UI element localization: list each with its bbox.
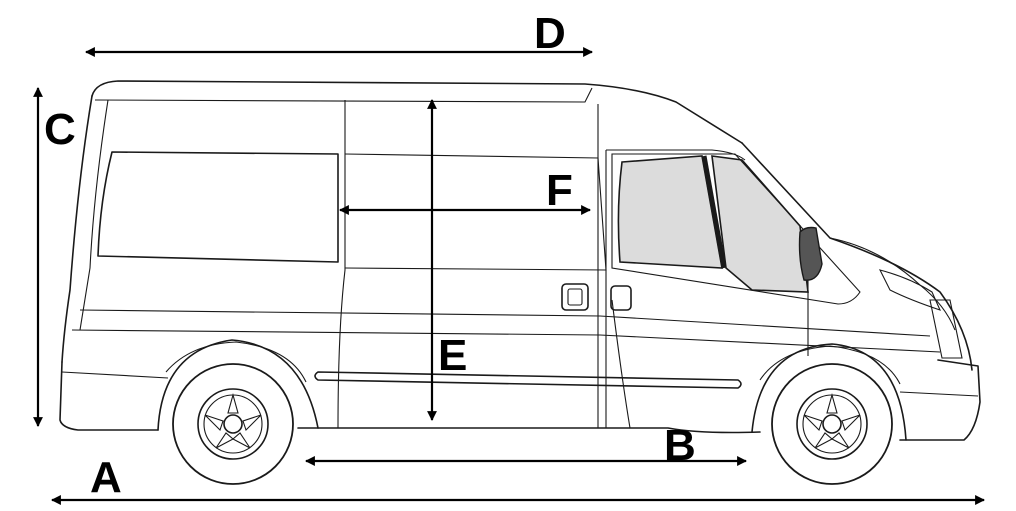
rear-pillar xyxy=(79,99,109,331)
van-outline xyxy=(59,80,981,441)
sliding-door-handle xyxy=(561,283,589,311)
sliding-door xyxy=(337,100,599,429)
rear-wheel xyxy=(172,363,294,485)
a-pillar xyxy=(701,155,727,269)
bumper-line xyxy=(899,391,979,397)
cab-door-handle xyxy=(610,285,632,311)
front-wheel-arch xyxy=(751,343,907,441)
body-waistline xyxy=(79,309,931,337)
door-window-top xyxy=(344,153,607,271)
cab-window xyxy=(617,155,723,269)
bonnet xyxy=(741,142,973,371)
windscreen-quarter xyxy=(711,155,809,293)
front-arch-flare xyxy=(759,345,901,385)
dimension-b-label: B xyxy=(664,421,696,470)
rear-bumper xyxy=(59,361,159,431)
dimension-e-label: E xyxy=(438,331,467,380)
rear-door xyxy=(61,95,93,363)
front-grille xyxy=(929,299,963,359)
side-window xyxy=(97,151,339,263)
side-mirror xyxy=(798,226,823,281)
dimension-c-label: C xyxy=(44,105,76,154)
cab-door-bottom xyxy=(611,299,631,429)
headlight xyxy=(878,269,942,311)
rub-strip xyxy=(314,371,742,389)
roof-rail xyxy=(94,87,593,103)
front-wheel xyxy=(771,363,893,485)
roof-line xyxy=(91,80,743,144)
window-frame xyxy=(611,153,861,305)
bonnet-crease xyxy=(829,237,956,331)
rear-bumper-line xyxy=(61,371,169,379)
rear-wheel-arch xyxy=(157,339,319,431)
sill xyxy=(297,427,761,434)
cab-door xyxy=(605,149,746,428)
sliding-door-handle-inner xyxy=(567,288,583,306)
dimension-a-label: A xyxy=(90,453,122,502)
dimension-f-label: F xyxy=(546,166,573,215)
rear-arch-flare xyxy=(165,341,307,383)
dimension-d-label: D xyxy=(534,9,566,58)
front-bumper xyxy=(899,359,981,441)
